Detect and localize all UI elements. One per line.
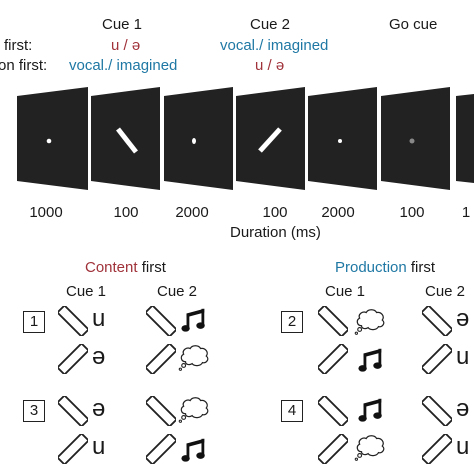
go-dot (409, 138, 415, 144)
production-cue1-label: Cue 1 (325, 283, 366, 300)
fixation-dot (338, 139, 342, 143)
screen-2 (91, 87, 160, 190)
thought-bubble-icon (178, 394, 210, 424)
bar-left-icon (422, 306, 452, 336)
production-cue2-label: Cue 2 (425, 283, 466, 300)
thought-bubble-icon (354, 432, 386, 462)
screen-5 (308, 87, 377, 190)
content-cue2-label: Cue 2 (157, 283, 198, 300)
letter-u: u (456, 343, 470, 370)
bar-left-icon (58, 396, 88, 426)
screen-6 (381, 87, 450, 190)
row2-cue2-text: u / ə (255, 57, 285, 74)
screen-7 (456, 94, 474, 183)
bar-right-icon (146, 434, 176, 464)
letter-u: u (456, 433, 470, 460)
bar-right-stimulus (258, 127, 282, 153)
content-cue1-label: Cue 1 (66, 283, 107, 300)
music-note-icon (180, 436, 208, 464)
duration-axis-label: Duration (ms) (230, 224, 321, 241)
letter-u: u (92, 433, 106, 460)
letter-schwa: ə (92, 395, 106, 422)
screen-3 (164, 87, 233, 190)
screen-1 (17, 87, 88, 190)
bar-left-stimulus (116, 127, 138, 154)
bar-right-icon (58, 434, 88, 464)
bar-right-icon (58, 344, 88, 374)
bar-left-icon (58, 306, 88, 336)
row1-cue1-text: u / ə (111, 37, 141, 54)
row1-cue2-text: vocal./ imagined (220, 37, 329, 54)
duration-6: 100 (399, 204, 425, 221)
bar-left-icon (146, 396, 176, 426)
condition-box-4: 4 (281, 400, 303, 422)
duration-1: 1000 (29, 204, 63, 221)
content-title-rest: first (137, 259, 166, 276)
fixation-dot (46, 138, 52, 144)
production-title-colored: Production (335, 259, 407, 276)
row2-label: on first: (0, 57, 48, 74)
condition-box-1: 1 (23, 311, 45, 333)
bar-right-icon (146, 344, 176, 374)
cue1-header: Cue 1 (102, 16, 143, 33)
production-panel-title: Production first (335, 259, 435, 276)
cue2-header: Cue 2 (250, 16, 291, 33)
music-note-icon (357, 346, 385, 374)
content-title-colored: Content (85, 259, 138, 276)
condition-box-2: 2 (281, 311, 303, 333)
duration-5: 2000 (321, 204, 355, 221)
bar-left-icon (318, 306, 348, 336)
go-cue-header: Go cue (389, 16, 438, 33)
music-note-icon (180, 306, 208, 334)
letter-schwa: ə (456, 305, 470, 332)
letter-schwa: ə (92, 343, 106, 370)
letter-schwa: ə (456, 395, 470, 422)
duration-7: 1 (461, 204, 471, 221)
bar-left-icon (318, 396, 348, 426)
thought-bubble-icon (354, 306, 386, 336)
condition-box-3: 3 (23, 400, 45, 422)
bar-right-icon (318, 434, 348, 464)
letter-u: u (92, 305, 106, 332)
row2-cue1-text: vocal./ imagined (69, 57, 178, 74)
bar-right-icon (422, 344, 452, 374)
duration-3: 2000 (175, 204, 209, 221)
content-panel-title: Content first (85, 259, 166, 276)
duration-4: 100 (262, 204, 288, 221)
screen-timeline (17, 87, 474, 190)
bar-right-icon (318, 344, 348, 374)
duration-2: 100 (113, 204, 139, 221)
bar-right-icon (422, 434, 452, 464)
music-note-icon (357, 396, 385, 424)
bar-left-icon (422, 396, 452, 426)
row1-label: first: (4, 37, 33, 54)
screen-4 (236, 87, 305, 190)
production-title-rest: first (406, 259, 436, 276)
bar-left-icon (146, 306, 176, 336)
fixation-dot (192, 138, 196, 144)
thought-bubble-icon (178, 342, 210, 372)
